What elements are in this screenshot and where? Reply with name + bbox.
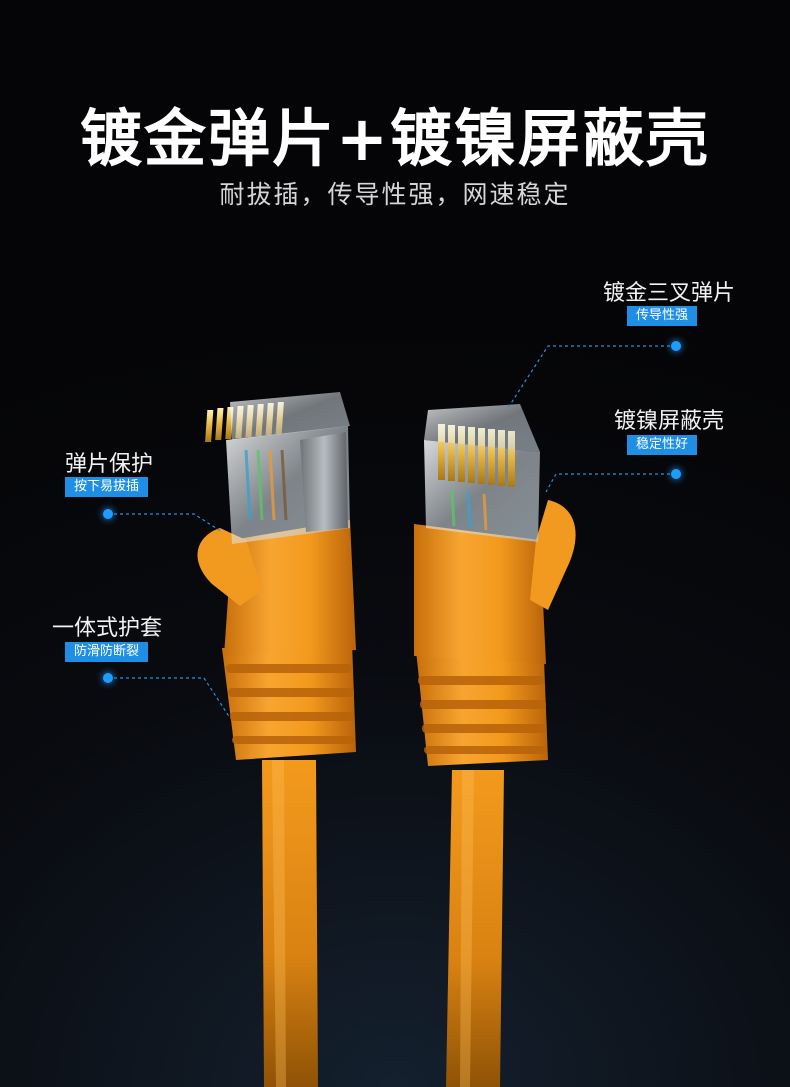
callout-shield-dot (671, 469, 681, 479)
callout-gold-prongs-title: 镀金三叉弹片 (603, 281, 736, 306)
callout-boot-title: 一体式护套 (52, 616, 163, 641)
callout-shield-badge: 稳定性好 (627, 435, 698, 455)
callout-shield-title: 镀镍屏蔽壳 (614, 409, 725, 434)
page-subtitle: 耐拔插，传导性强，网速稳定 (219, 180, 571, 209)
right-connector (414, 404, 576, 1087)
callout-boot-badge: 防滑防断裂 (65, 642, 149, 662)
callout-gold-prongs-badge: 传导性强 (627, 306, 698, 326)
callout-boot-dot (103, 673, 113, 683)
callout-clip-title: 弹片保护 (65, 452, 154, 477)
page-title: 镀金弹片+镀镍屏蔽壳 (80, 102, 710, 175)
left-connector (197, 392, 356, 1087)
callout-clip-badge: 按下易拔插 (65, 477, 149, 497)
callout-gold-prongs-dot (671, 341, 681, 351)
callout-clip-dot (103, 509, 113, 519)
